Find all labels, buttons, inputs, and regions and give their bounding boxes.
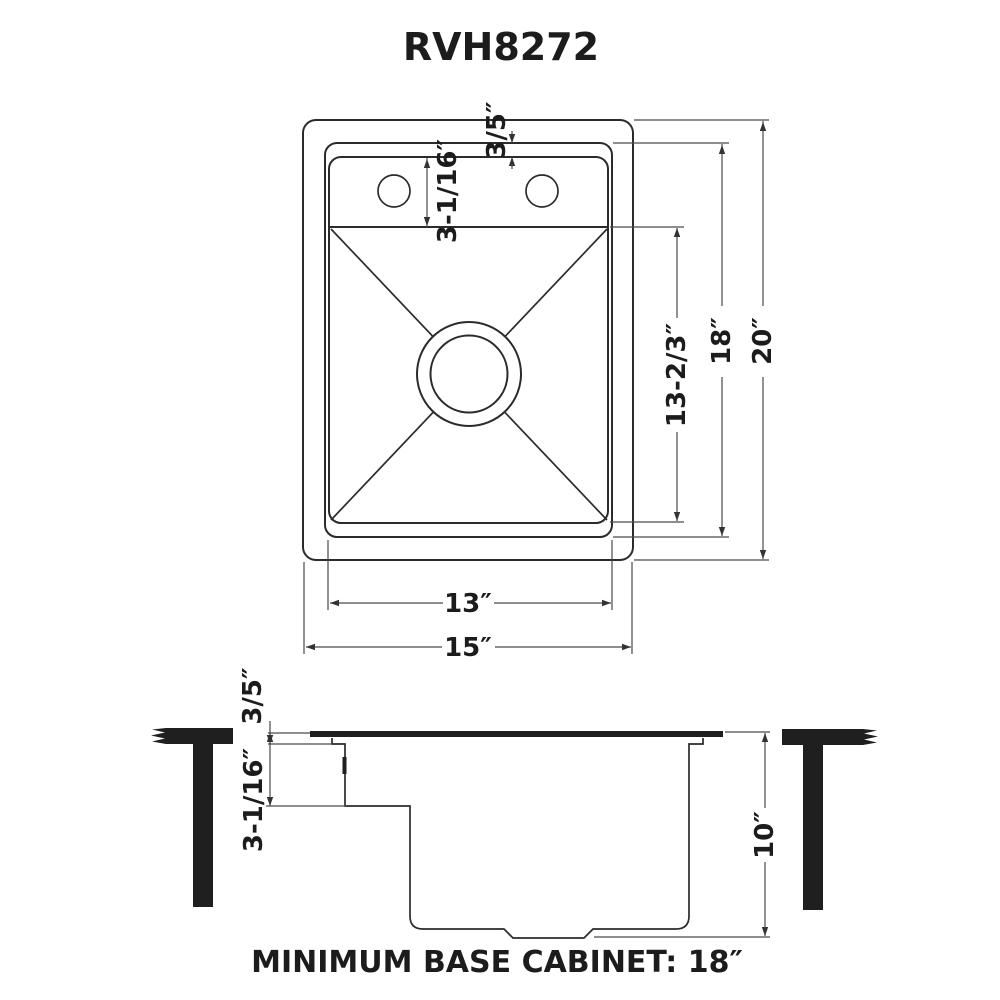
dim-inner-length: 18″ — [707, 317, 737, 365]
mounting-clip — [342, 757, 347, 774]
counter-break-left — [151, 728, 233, 744]
top-view-flange-outer — [324, 142, 613, 538]
drain-inner-circle — [429, 334, 509, 414]
dim-deck-depth: 3-1/16″ — [433, 139, 463, 243]
top-view-outer-rim — [302, 119, 634, 561]
sink-rim-top — [310, 731, 723, 737]
side-view — [151, 728, 878, 939]
side-view-dimensions: 3/5″ 3-1/16″ 10″ — [238, 667, 780, 938]
cabinet-wall-right — [803, 745, 823, 910]
faucet-hole-right — [525, 174, 559, 208]
dim-flange-width: 3/5″ — [482, 101, 512, 158]
dim-rim-height: 3/5″ — [238, 667, 268, 724]
faucet-hole-left — [377, 174, 411, 208]
cabinet-wall-left — [193, 744, 213, 907]
dim-overall-length: 20″ — [748, 317, 778, 365]
top-view-flange-inner — [328, 156, 609, 524]
base-cabinet-caption: MINIMUM BASE CABINET: 18″ — [251, 945, 743, 980]
counter-break-right — [782, 729, 878, 745]
dim-overall-width: 15″ — [444, 633, 492, 663]
top-view — [302, 119, 634, 561]
dim-bowl-length: 13-2/3″ — [662, 323, 692, 427]
top-view-dimensions: 3/5″ 3-1/16″ 13-2/3″ 18″ 20″ 13″ — [303, 101, 778, 663]
dim-bowl-width: 13″ — [444, 589, 492, 619]
dim-side-deck-depth: 3-1/16″ — [239, 748, 269, 852]
sink-body-profile — [331, 738, 704, 939]
model-number-title: RVH8272 — [403, 25, 599, 69]
dim-overall-depth: 10″ — [750, 811, 780, 859]
